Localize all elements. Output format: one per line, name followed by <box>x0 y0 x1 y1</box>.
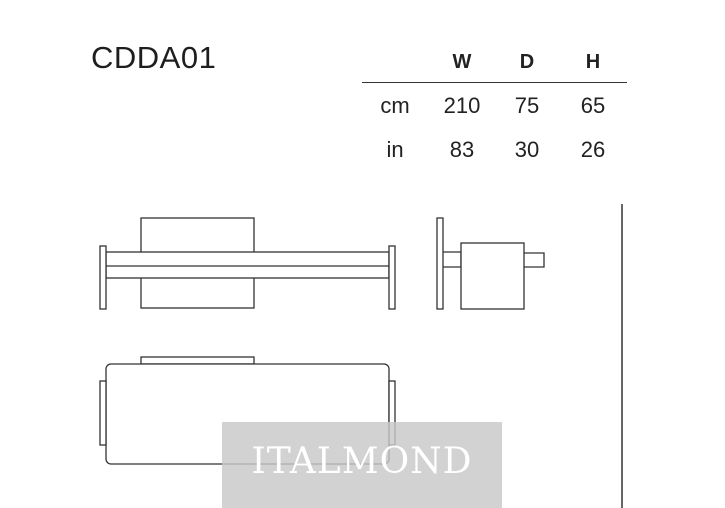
front-seat-bar <box>105 251 390 279</box>
front-right-leg <box>388 245 396 310</box>
unit-label: cm <box>380 93 410 118</box>
height-value: 26 <box>580 137 606 162</box>
dimensions-row-cm: cm 210 75 65 <box>362 83 627 127</box>
front-view <box>99 217 396 310</box>
side-view <box>436 217 545 310</box>
dimensions-table: W D H cm 210 75 65 in 83 30 26 <box>362 46 627 171</box>
width-value: 83 <box>449 137 475 162</box>
depth-value: 75 <box>514 93 540 118</box>
dimensions-row-in: in 83 30 26 <box>362 127 627 171</box>
plan-left-arm <box>99 380 107 446</box>
watermark: ITALMOND <box>222 422 502 508</box>
side-armrest <box>524 252 545 268</box>
header-width: W <box>452 51 472 73</box>
watermark-logo-text: ITALMOND <box>251 441 473 482</box>
header-depth: D <box>519 51 535 73</box>
height-value: 65 <box>580 93 606 118</box>
header-height: H <box>585 51 601 73</box>
depth-value: 30 <box>514 137 540 162</box>
model-code-title: CDDA01 <box>91 40 217 75</box>
side-back-panel <box>436 217 444 310</box>
front-left-leg <box>99 245 107 310</box>
unit-label: in <box>386 137 404 162</box>
side-seat-block <box>460 242 525 310</box>
side-connector <box>443 251 462 268</box>
dimensions-header-row: W D H <box>362 46 627 83</box>
width-value: 210 <box>443 93 481 118</box>
plan-back-strip <box>140 356 255 365</box>
